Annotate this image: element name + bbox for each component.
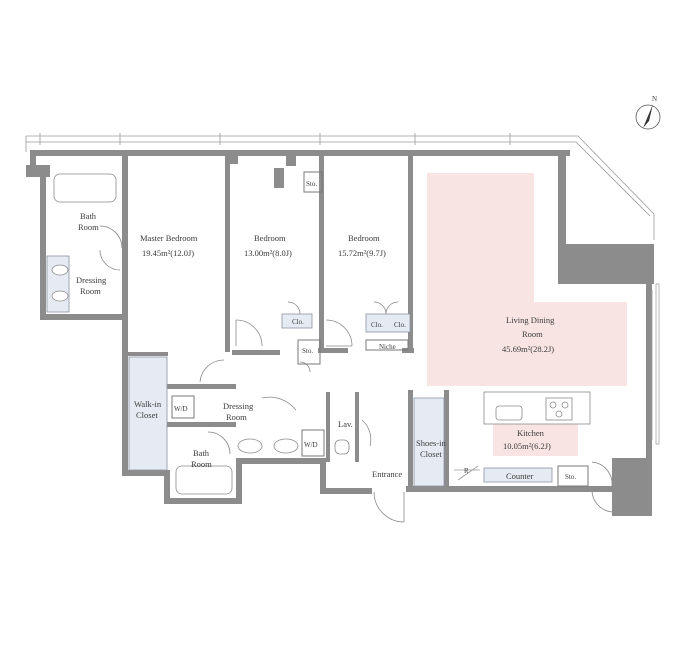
shoes-in-closet-line2: Closet xyxy=(420,449,442,459)
living-dining-highlight xyxy=(427,173,627,386)
compass: N xyxy=(635,95,661,130)
sink-top-icon xyxy=(51,264,69,276)
bathtub-bottom-icon xyxy=(175,465,233,495)
fixtures xyxy=(51,173,591,495)
sink-top2-icon xyxy=(51,290,69,302)
kitchen-sink-icon xyxy=(495,405,523,421)
kitchen-name: Kitchen xyxy=(517,428,545,438)
living-dining-name-1: Living Dining xyxy=(506,315,555,325)
counter-label: Counter xyxy=(506,471,534,481)
counter-area xyxy=(483,467,553,483)
sink-bottom2-icon xyxy=(273,438,299,454)
sto-kitchen-label: Sto. xyxy=(565,473,576,481)
walls xyxy=(26,150,654,516)
sto-mid-label: Sto. xyxy=(302,347,313,355)
north-arrow-icon xyxy=(643,104,653,128)
clo-b3-area xyxy=(365,313,411,333)
walk-in-closet-area xyxy=(128,356,168,471)
master-bedroom-area: 19.45m²(12.0J) xyxy=(142,248,194,258)
niche-label: Niche xyxy=(379,343,396,351)
clo-b2-label: Clo. xyxy=(292,318,304,326)
bedroom-3-name: Bedroom xyxy=(348,233,380,243)
bedroom-3-area: 15.72m²(9.7J) xyxy=(338,248,386,258)
bath-bottom-line1: Bath xyxy=(193,448,210,458)
windows xyxy=(651,283,660,445)
shoes-in-closet-line1: Shoes-in xyxy=(416,438,447,448)
toilet-icon xyxy=(334,439,350,455)
bath-top-line2: Room xyxy=(78,222,99,232)
dressing-top-closet-area xyxy=(46,255,70,313)
walk-in-closet-line2: Closet xyxy=(136,410,158,420)
lav-label: Lav. xyxy=(338,419,353,429)
living-dining-name-2: Room xyxy=(522,329,543,339)
room-labels: Master Bedroom 19.45m²(12.0J) Bedroom 13… xyxy=(76,180,576,481)
r-mark-label: R xyxy=(464,467,469,475)
dressing-bottom-line1: Dressing xyxy=(223,401,254,411)
living-dining-area: 45.69m²(28.2J) xyxy=(502,344,554,354)
dressing-top-line1: Dressing xyxy=(76,275,107,285)
sink-bottom-icon xyxy=(237,438,263,454)
bedroom-2-name: Bedroom xyxy=(254,233,286,243)
walk-in-closet-line1: Walk-in xyxy=(134,399,162,409)
clo-b3a-label: Clo. xyxy=(371,321,383,329)
compass-north-label: N xyxy=(652,95,657,103)
kitchen-area: 10.05m²(6.2J) xyxy=(503,441,551,451)
wd-right-label: W/D xyxy=(304,441,318,449)
clo-b3b-label: Clo. xyxy=(394,321,406,329)
dressing-bottom-line2: Room xyxy=(226,412,247,422)
master-bedroom-name: Master Bedroom xyxy=(140,233,198,243)
entrance-label: Entrance xyxy=(372,469,402,479)
shoes-in-closet-area xyxy=(413,397,445,487)
kitchen-highlight xyxy=(493,424,578,456)
doors xyxy=(99,225,615,523)
dressing-top-line2: Room xyxy=(80,286,101,296)
bath-top-line1: Bath xyxy=(80,211,97,221)
storage-boxes xyxy=(171,171,589,487)
sto-top-label: Sto. xyxy=(306,180,317,188)
bedroom-2-area: 13.00m²(8.0J) xyxy=(244,248,292,258)
balcony-outline xyxy=(25,133,655,240)
bathtub-top-icon xyxy=(53,173,117,203)
clo-b2-area xyxy=(281,313,313,329)
wd-left-label: W/D xyxy=(174,405,188,413)
bath-bottom-line2: Room xyxy=(191,459,212,469)
